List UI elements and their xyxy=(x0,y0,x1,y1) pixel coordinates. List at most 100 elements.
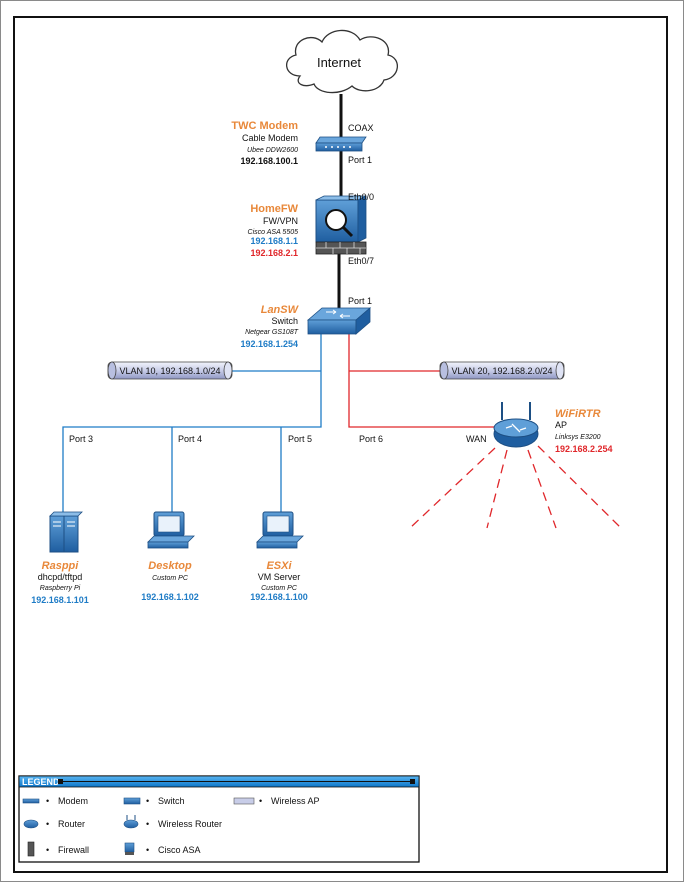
raspi-ip: 192.168.1.101 xyxy=(31,595,89,605)
legend-header-knob-right xyxy=(410,779,415,784)
legend-label-wireless-ap: Wireless AP xyxy=(271,796,320,806)
modem-device xyxy=(315,136,367,152)
port-label-eth00: Eth0/0 xyxy=(348,192,374,202)
legend-bullet-router: • xyxy=(46,819,49,829)
modem-icon xyxy=(315,136,367,144)
legend-label-firewall: Firewall xyxy=(58,845,89,855)
switch-model: Netgear GS108T xyxy=(245,329,299,336)
pc-screen-esxi xyxy=(266,515,290,533)
raspi-name: Rasppi xyxy=(42,560,80,572)
vlan20-tube: VLAN 20, 192.168.2.0/24 xyxy=(439,361,565,380)
switch-icon-side xyxy=(355,307,371,335)
firewall-name: HomeFW xyxy=(250,203,298,215)
raspi-model: Raspberry Pi xyxy=(40,585,81,592)
esxi-role: VM Server xyxy=(258,572,301,582)
legend-cisco-asa-icon xyxy=(124,842,135,853)
switch-device xyxy=(306,307,372,335)
port-label-port3: Port 3 xyxy=(69,434,93,444)
vlan10-pipe-end-right xyxy=(223,361,233,380)
raspi-role: dhcpd/tftpd xyxy=(38,572,83,582)
pc-screen xyxy=(157,515,181,533)
wifi-ray-4 xyxy=(537,445,622,529)
desktop-device xyxy=(147,511,195,549)
port-label-port4: Port 4 xyxy=(178,434,202,444)
legend-label-wireless-router: Wireless Router xyxy=(158,819,222,829)
switch-role: Switch xyxy=(271,316,298,326)
legend-firewall-icon xyxy=(27,841,35,857)
esxi-name: ESXi xyxy=(266,560,292,572)
vlan20-label: VLAN 20, 192.168.2.0/24 xyxy=(451,366,552,376)
desktop-model: Custom PC xyxy=(152,575,189,582)
modem-led-5 xyxy=(349,146,351,148)
magnifier-icon xyxy=(325,209,347,231)
port-label-coax: COAX xyxy=(348,123,374,133)
vlan20-pipe-end-right xyxy=(555,361,565,380)
pc-base-icon-esxi xyxy=(256,541,298,549)
pc-base-icon xyxy=(147,541,189,549)
firewall-role: FW/VPN xyxy=(263,216,298,226)
legend-switch-icon xyxy=(123,797,141,805)
wifirtr-role: AP xyxy=(555,420,567,430)
legend-bullet-wireless-ap: • xyxy=(259,796,262,806)
wifirtr-model: Linksys E3200 xyxy=(555,434,601,441)
port-label-eth07: Eth0/7 xyxy=(348,256,374,266)
cloud-icon xyxy=(286,29,398,94)
port-label-port6: Port 6 xyxy=(359,434,383,444)
legend-bullet-wireless-router: • xyxy=(146,819,149,829)
desktop-ip: 192.168.1.102 xyxy=(141,592,199,602)
legend-wireless-ap-icon xyxy=(233,797,255,805)
modem-led-3 xyxy=(337,146,339,148)
firewall-ip2: 192.168.2.1 xyxy=(250,248,298,258)
legend-label-modem: Modem xyxy=(58,796,88,806)
legend-modem-icon xyxy=(22,798,40,804)
legend-bullet-switch: • xyxy=(146,796,149,806)
legend-bullet-firewall: • xyxy=(46,845,49,855)
magnifier-handle xyxy=(341,225,354,238)
wifi-ray-1 xyxy=(409,447,496,529)
firewall-ip1: 192.168.1.1 xyxy=(250,236,298,246)
modem-led-4 xyxy=(343,146,345,148)
legend-box xyxy=(18,775,420,863)
links xyxy=(62,94,497,512)
asa-icon-side xyxy=(357,195,367,243)
raspi-device xyxy=(49,511,83,553)
switch-name: LanSW xyxy=(261,304,300,316)
esxi-ip: 192.168.1.100 xyxy=(250,592,308,602)
switch-icon-front xyxy=(307,319,357,335)
legend-router-icon xyxy=(23,819,39,829)
legend-header-knob-left xyxy=(58,779,63,784)
vlan20-pipe-end-left xyxy=(439,361,449,380)
legend-cisco-asa-base xyxy=(125,852,134,855)
server-icon-top xyxy=(49,511,83,517)
switch-arrows-icon xyxy=(326,309,350,319)
pc-base-top xyxy=(147,535,195,543)
modem-ip: 192.168.100.1 xyxy=(240,156,298,166)
vlan10-tube: VLAN 10, 192.168.1.0/24 xyxy=(107,361,233,380)
legend-label-router: Router xyxy=(58,819,85,829)
switch-ip: 192.168.1.254 xyxy=(240,339,298,349)
legend-label-switch: Switch xyxy=(158,796,185,806)
internet-cloud: Internet xyxy=(286,29,398,94)
port-label-wan: WAN xyxy=(466,434,487,444)
esxi-model: Custom PC xyxy=(261,585,298,592)
link-switch-wifirtr xyxy=(348,334,497,428)
router-arrows-icon xyxy=(505,423,527,433)
desktop-name: Desktop xyxy=(148,560,192,572)
modem-name: TWC Modem xyxy=(231,120,298,132)
legend: LEGEND • Modem • Switch • Wireless AP • … xyxy=(18,775,420,863)
firewall-device xyxy=(315,195,367,255)
cloud-label: Internet xyxy=(317,55,361,70)
wifirtr-name: WiFiRTR xyxy=(555,408,601,420)
wifirtr-ip: 192.168.2.254 xyxy=(555,444,613,454)
port-label-modem-port1: Port 1 xyxy=(348,155,372,165)
wifirtr-device xyxy=(409,402,622,529)
modem-model: Ubee DDW2600 xyxy=(247,147,298,154)
vlan10-pipe-end-left xyxy=(107,361,117,380)
link-switch-raspi xyxy=(62,334,322,512)
server-icon-left xyxy=(49,515,65,553)
legend-label-cisco-asa: Cisco ASA xyxy=(158,845,201,855)
server-icon-right xyxy=(63,515,79,553)
port-label-port5: Port 5 xyxy=(288,434,312,444)
modem-led-1 xyxy=(325,146,327,148)
